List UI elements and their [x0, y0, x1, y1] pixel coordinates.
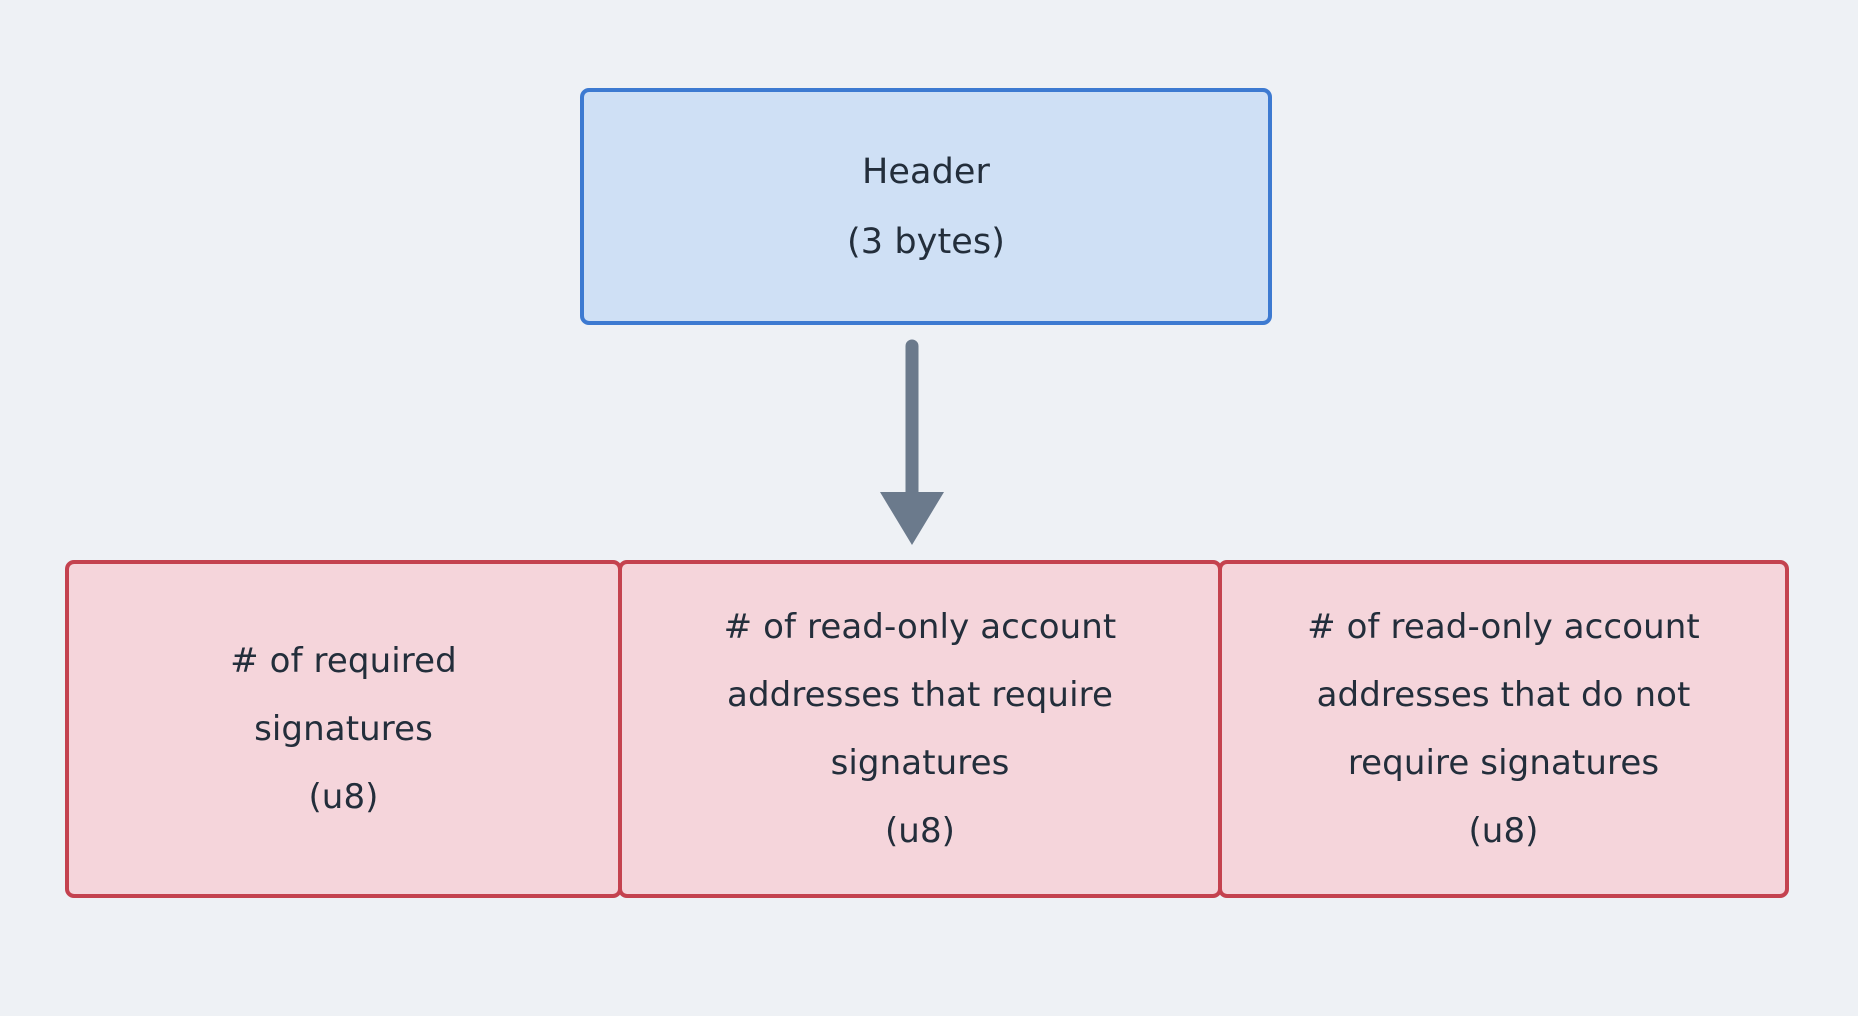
field-box-required-signatures-line-1: # of required: [230, 641, 457, 681]
field-box-readonly-unsigned-accounts-line-3: require signatures: [1347, 743, 1660, 783]
field-box-readonly-unsigned-accounts[interactable]: # of read-only account addresses that do…: [1218, 560, 1789, 898]
node-header-line-2: (3 bytes): [846, 221, 1006, 262]
field-box-readonly-signed-accounts[interactable]: # of read-only account addresses that re…: [618, 560, 1222, 898]
field-box-readonly-unsigned-accounts-line-1: # of read-only account: [1307, 607, 1700, 647]
field-box-readonly-signed-accounts-line-1: # of read-only account: [723, 607, 1117, 647]
field-box-readonly-signed-accounts-line-3: signatures: [830, 743, 1010, 783]
field-box-readonly-signed-accounts-line-2: addresses that require: [727, 675, 1113, 715]
node-header[interactable]: Header (3 bytes): [580, 88, 1272, 325]
field-box-required-signatures[interactable]: # of required signatures (u8): [65, 560, 622, 898]
field-box-readonly-signed-accounts-type: (u8): [884, 811, 956, 851]
header-fields-row: # of required signatures (u8) # of read-…: [65, 560, 1789, 898]
node-header-line-1: Header: [861, 151, 991, 192]
header-to-fields-arrow-icon: [880, 339, 944, 545]
field-box-readonly-unsigned-accounts-type: (u8): [1468, 811, 1539, 851]
field-box-readonly-unsigned-accounts-line-2: addresses that do not: [1316, 675, 1691, 715]
field-box-required-signatures-line-2: signatures: [254, 709, 433, 749]
field-box-required-signatures-type: (u8): [308, 777, 379, 817]
